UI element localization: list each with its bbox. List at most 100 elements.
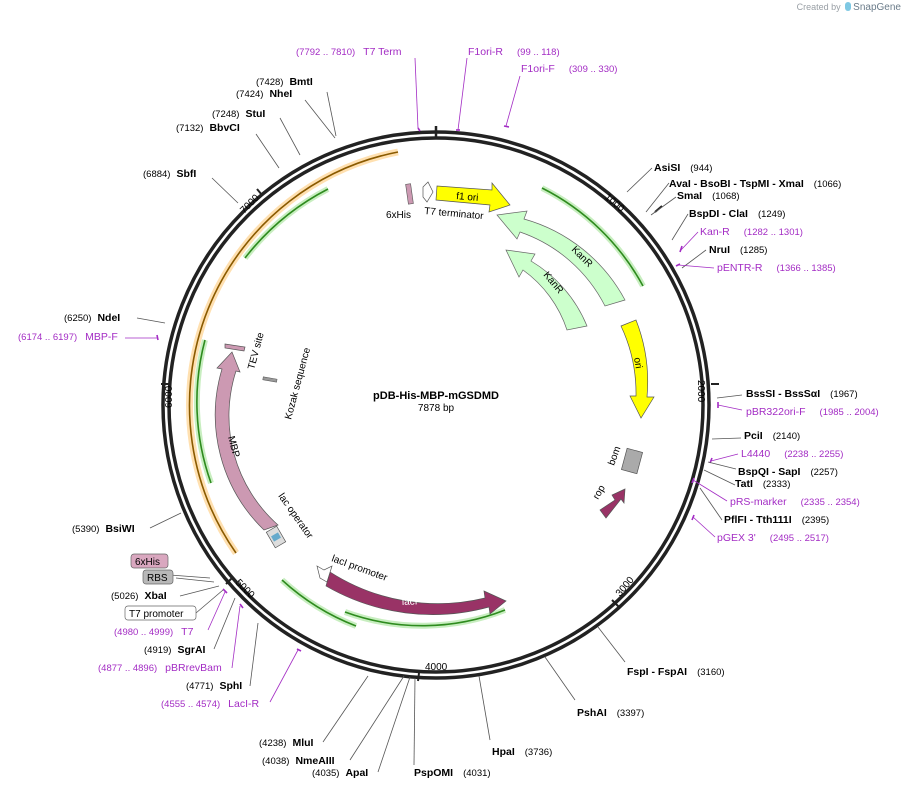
enzyme-bmti[interactable]: (7428)BmtI: [256, 76, 313, 88]
primer-pbrrev[interactable]: (4877 .. 4896)pBRrevBam: [98, 662, 222, 674]
orf-left-line: [196, 339, 212, 484]
tick-label-4000: 4000: [425, 662, 448, 673]
feature-bom-label: bom: [606, 445, 623, 467]
leader-bsiwi: [149, 512, 182, 529]
orf-bottom-left-line: [281, 579, 357, 627]
primer-prs[interactable]: pRS-marker(2335 .. 2354): [730, 496, 860, 508]
enzyme-fspi[interactable]: FspI - FspAI(3160): [627, 666, 725, 678]
feature-f1-ori-label: f1 ori: [456, 191, 479, 204]
leader-primer-pentr: [677, 264, 715, 269]
leader-primer-f1orif: [505, 75, 521, 127]
primer-mbpf[interactable]: (6174 .. 6197)MBP-F: [18, 331, 118, 343]
enzyme-tati[interactable]: TatI(2333): [735, 478, 790, 490]
leader-pshai: [544, 656, 576, 701]
primer-f1orif[interactable]: F1ori-F(309 .. 330): [521, 63, 617, 75]
boxed-6xhis[interactable]: 6xHis: [135, 557, 160, 568]
leader-tati: [703, 469, 736, 486]
leader-primer-kanr: [680, 231, 699, 251]
enzyme-xbai[interactable]: (5026)XbaI: [111, 590, 167, 602]
boxed-labels: 6xHis RBS T7 promoter: [124, 553, 197, 621]
boxed-t7promoter-bg: [124, 605, 197, 621]
enzyme-bspqi[interactable]: BspQI - SapI(2257): [738, 466, 838, 478]
leader-primer-t7term: [414, 57, 419, 129]
feature-tev-site: [224, 343, 246, 352]
enzyme-nmeaiii[interactable]: (4038)NmeAIII: [262, 755, 335, 767]
leader-primer-prs: [692, 479, 728, 502]
enzyme-sbfi[interactable]: (6884)SbfI: [143, 168, 196, 180]
feature-rop: [599, 488, 626, 519]
enzyme-pshai[interactable]: PshAI(3397): [577, 707, 644, 719]
primer-labels: (7792 .. 7810)T7 Term F1ori-R(99 .. 118)…: [18, 46, 879, 710]
feature-laci-label: lacI: [402, 596, 418, 608]
enzyme-hpai[interactable]: HpaI(3736): [492, 746, 552, 758]
leader-bspqi: [707, 461, 737, 470]
enzyme-aval[interactable]: AvaI - BsoBI - TspMI - XmaI(1066): [669, 178, 841, 190]
leader-stui: [279, 117, 301, 156]
orf-upper-left-line: [244, 188, 329, 259]
primer-f1orir[interactable]: F1ori-R(99 .. 118): [468, 46, 560, 58]
leader-asisi: [626, 167, 653, 193]
tick-5000: [225, 577, 233, 585]
primer-t7[interactable]: (4980 .. 4999)T7: [114, 626, 194, 638]
enzyme-apai[interactable]: (4035)ApaI: [312, 767, 368, 779]
primer-leader-lines: [125, 57, 743, 703]
tick-7000: [256, 188, 263, 196]
leader-primer-laci-r: [269, 649, 299, 703]
leader-hpai: [478, 675, 491, 741]
feature-tev-label: TEV site: [246, 331, 267, 371]
tick-label-1000: 1000: [602, 192, 626, 215]
leader-nhei: [304, 99, 336, 139]
primer-kanr[interactable]: Kan-R(1282 .. 1301): [700, 226, 803, 238]
enzyme-bsssi[interactable]: BssSI - BssSαI(1967): [746, 388, 858, 400]
primer-pgex[interactable]: pGEX 3'(2495 .. 2517): [717, 532, 829, 544]
feature-bom: [620, 447, 644, 475]
enzyme-pcii[interactable]: PciI(2140): [744, 430, 800, 442]
feature-laci-promoter: [316, 565, 333, 583]
enzyme-bsiwi[interactable]: (5390)BsiWI: [72, 523, 135, 535]
enzyme-asisi[interactable]: AsiSI(944): [654, 162, 712, 174]
primer-pbr322[interactable]: pBR322ori-F(1985 .. 2004): [746, 406, 879, 418]
primer-mark-t7: [222, 588, 228, 594]
enzyme-sgrai[interactable]: (4919)SgrAI: [144, 644, 206, 656]
enzyme-nrui[interactable]: NruI(1285): [709, 244, 767, 256]
feature-mbp: [214, 351, 279, 531]
feature-kanr-2: [505, 249, 588, 331]
feature-6xhis-top-label: 6xHis: [386, 210, 411, 221]
boxed-t7promoter[interactable]: T7 promoter: [129, 609, 184, 620]
enzyme-ndei[interactable]: (6250)NdeI: [64, 312, 120, 324]
leader-pcii: [711, 437, 742, 440]
leader-6xhis: [169, 574, 211, 579]
orf-orange-line: [188, 151, 399, 554]
enzyme-mlui[interactable]: (4238)MluI: [259, 737, 314, 749]
feature-ori-label: ori: [631, 357, 644, 370]
primer-mark-laci-r: [296, 648, 302, 652]
enzyme-nhei[interactable]: (7424)NheI: [236, 88, 292, 100]
enzyme-tth[interactable]: PflFI - Tth111I(2395): [724, 514, 829, 526]
primer-t7term[interactable]: (7792 .. 7810)T7 Term: [296, 46, 402, 58]
feature-t7-terminator-label: T7 terminator: [424, 206, 485, 222]
primer-mark-kanr: [679, 245, 683, 253]
enzyme-smai[interactable]: SmaI(1068): [677, 190, 740, 202]
leader-primer-l4440: [710, 453, 739, 462]
enzyme-pspomi[interactable]: PspOMI(4031): [414, 767, 491, 779]
primer-pentr[interactable]: pENTR-R(1366 .. 1385): [717, 262, 836, 274]
enzyme-stui[interactable]: (7248)StuI: [212, 108, 265, 120]
enzyme-sphi[interactable]: (4771)SphI: [186, 680, 242, 692]
feature-t7-terminator: [422, 181, 434, 203]
primer-l4440[interactable]: L4440(2238 .. 2255): [741, 448, 843, 460]
enzyme-bbvci[interactable]: (7132)BbvCI: [176, 122, 240, 134]
plasmid-name: pDB-His-MBP-mGSDMD: [373, 390, 499, 402]
feature-rop-label: rop: [591, 483, 608, 501]
orf-kanr-line: [541, 187, 644, 287]
leader-primer-pbr322: [717, 404, 743, 411]
tick-3000: [611, 599, 620, 608]
leader-smai: [650, 196, 677, 216]
leader-sbfi: [211, 177, 239, 204]
leader-mlui: [322, 675, 369, 743]
boxed-rbs[interactable]: RBS: [147, 573, 168, 584]
enzyme-labels: (7428)BmtI (7424)NheI (7248)StuI (7132)B…: [64, 76, 858, 779]
leader-clai: [671, 213, 689, 241]
primer-laci-r[interactable]: (4555 .. 4574)LacI-R: [161, 698, 259, 710]
enzyme-clai[interactable]: BspDI - ClaI(1249): [689, 208, 785, 220]
leader-fspi: [597, 626, 626, 663]
